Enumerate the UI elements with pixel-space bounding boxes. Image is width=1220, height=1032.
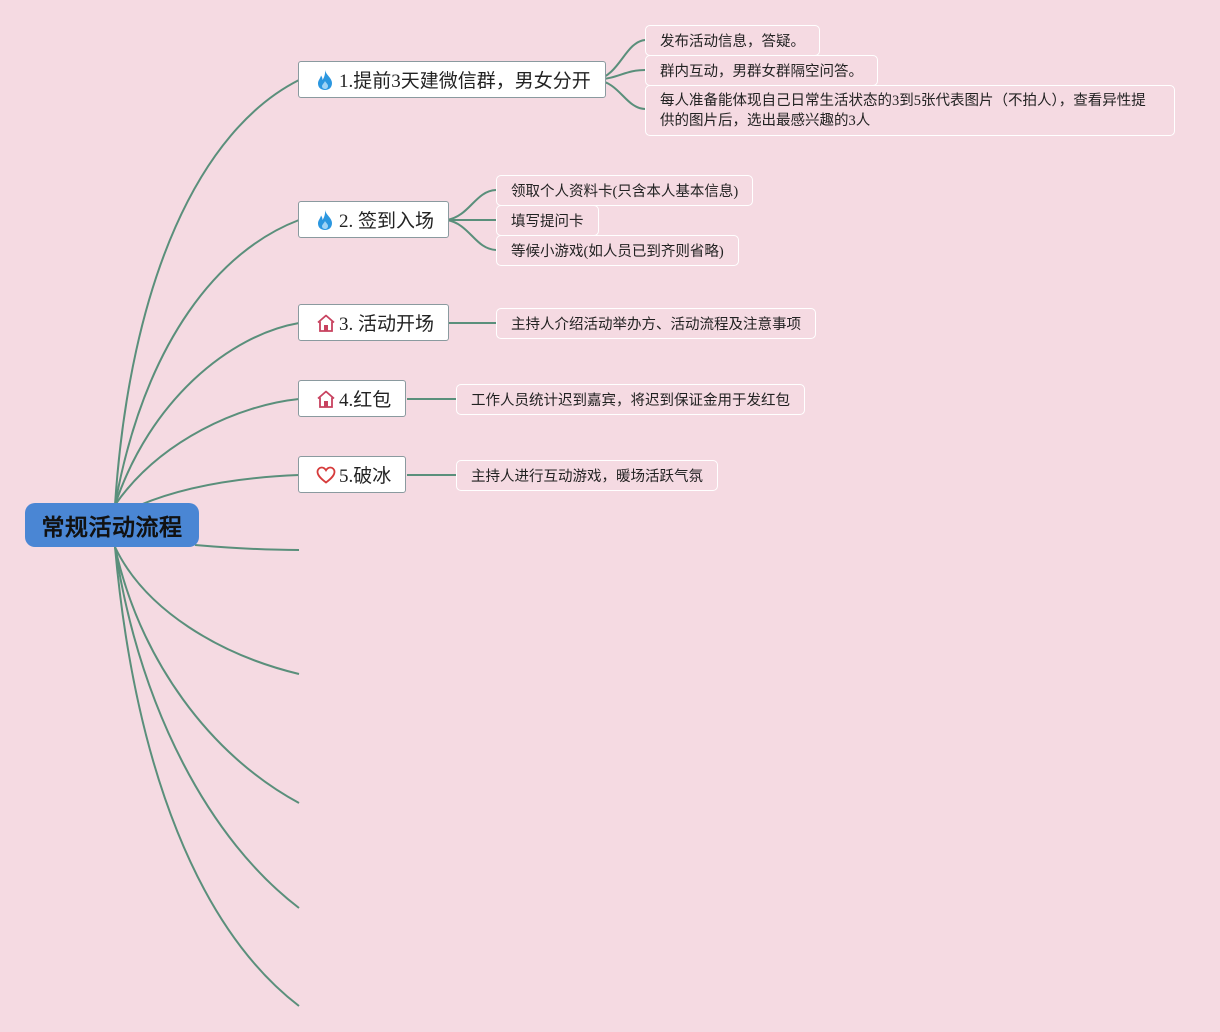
topic-3[interactable]: 3. 活动开场 <box>298 304 450 341</box>
topic-3-label: 3. 活动开场 <box>339 314 435 335</box>
root-topic[interactable]: 常规活动流程 <box>25 503 199 547</box>
subtopic-label: 主持人进行互动游戏，暖场活跃气氛 <box>471 469 703 485</box>
subtopic-label: 群内互动，男群女群隔空问答。 <box>660 64 863 80</box>
connector-root-topic-3 <box>114 322 300 506</box>
house-icon <box>316 388 336 410</box>
topic-5[interactable]: 5.破冰 <box>298 456 407 493</box>
topic-2-label: 2. 签到入场 <box>339 211 435 232</box>
heart-icon <box>316 464 336 486</box>
subtopic-label: 主持人介绍活动举办方、活动流程及注意事项 <box>511 317 801 333</box>
connector-root-topic-4 <box>114 398 300 506</box>
connector-root-empty-2 <box>114 546 300 675</box>
connector-root-empty-5 <box>114 546 300 1007</box>
subtopic-label: 领取个人资料卡(只含本人基本信息) <box>511 184 739 200</box>
connector-root-empty-3 <box>114 546 300 804</box>
topic-5-child-1[interactable]: 主持人进行互动游戏，暖场活跃气氛 <box>456 460 718 491</box>
subtopic-label: 工作人员统计迟到嘉宾，将迟到保证金用于发红包 <box>471 393 790 409</box>
fire-icon <box>316 69 336 91</box>
topic-1-child-3[interactable]: 每人准备能体现自己日常生活状态的3到5张代表图片（不拍人），查看异性提供的图片后… <box>645 85 1175 136</box>
subtopic-label: 等候小游戏(如人员已到齐则省略) <box>511 244 724 260</box>
topic-1-label: 1.提前3天建微信群，男女分开 <box>339 71 591 92</box>
topic-2-child-2[interactable]: 填写提问卡 <box>496 205 599 236</box>
subtopic-label: 发布活动信息，答疑。 <box>660 34 805 50</box>
fire-icon <box>316 209 336 231</box>
topic-4-label: 4.红包 <box>339 390 392 411</box>
subtopic-label: 填写提问卡 <box>511 214 584 230</box>
topic-2-child-3[interactable]: 等候小游戏(如人员已到齐则省略) <box>496 235 739 266</box>
topic-3-child-1[interactable]: 主持人介绍活动举办方、活动流程及注意事项 <box>496 308 816 339</box>
topic-2[interactable]: 2. 签到入场 <box>298 201 450 238</box>
topic-1-child-2[interactable]: 群内互动，男群女群隔空问答。 <box>645 55 878 86</box>
root-label: 常规活动流程 <box>41 515 183 541</box>
connector-root-empty-4 <box>114 546 300 909</box>
house-icon <box>316 312 336 334</box>
topic-4-child-1[interactable]: 工作人员统计迟到嘉宾，将迟到保证金用于发红包 <box>456 384 805 415</box>
topic-4[interactable]: 4.红包 <box>298 380 407 417</box>
topic-5-label: 5.破冰 <box>339 466 392 487</box>
subtopic-label: 每人准备能体现自己日常生活状态的3到5张代表图片（不拍人），查看异性提供的图片后… <box>660 92 1146 129</box>
connector-t2-c1 <box>446 189 497 221</box>
connector-root-topic-5 <box>139 474 300 506</box>
connector-t2-c3 <box>446 219 497 251</box>
connector-root-empty-1 <box>194 544 300 551</box>
topic-2-child-1[interactable]: 领取个人资料卡(只含本人基本信息) <box>496 175 754 206</box>
connector-root-topic-2 <box>114 219 300 506</box>
topic-1-child-1[interactable]: 发布活动信息，答疑。 <box>645 25 820 56</box>
connector-root-topic-1 <box>114 79 300 506</box>
topic-1[interactable]: 1.提前3天建微信群，男女分开 <box>298 61 606 98</box>
